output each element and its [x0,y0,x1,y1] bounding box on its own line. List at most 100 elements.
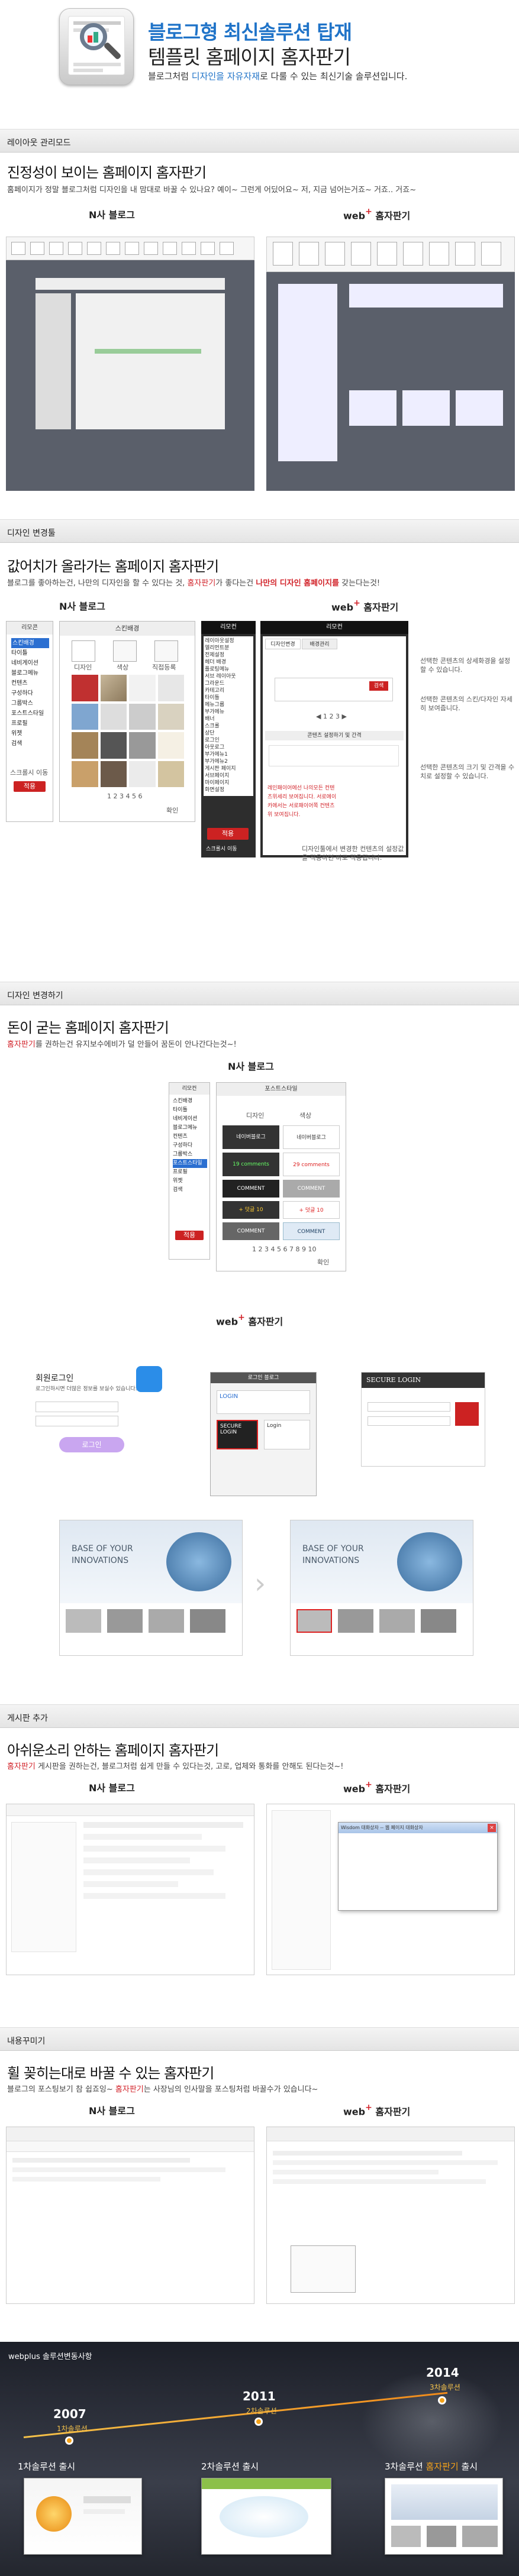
post-style-option[interactable]: COMMENT [283,1222,340,1240]
naver-blog-label: N사 블로그 [89,2105,135,2117]
post-style-option[interactable]: 네이버블로그 [283,1125,340,1149]
skin-pager[interactable]: 1 2 3 4 5 6 [107,792,143,800]
editor-format-bar[interactable] [7,2141,254,2152]
skin-grid[interactable] [72,675,184,787]
section-desc-layout: 홈페이지가 정말 블로그처럼 디자인을 내 맘대로 바꿀 수 있나요? 예이~ … [7,186,417,195]
post-pager[interactable]: 1 2 3 4 5 6 7 8 9 10 [252,1245,317,1253]
web-apply-button[interactable]: 적용 [207,828,249,840]
layout-canvas-naver [6,260,254,491]
lock-icon [136,1366,162,1392]
tab-background[interactable]: 배경관리 [302,639,337,649]
post-style-option[interactable]: + 덧글 10 [223,1201,279,1219]
web-note: 레인패이어에선 나의모든 컨텐츠위세리 보여집니다. 서로에이카에서는 서로패이… [267,785,337,818]
tab-design[interactable]: 디자인 [74,664,92,671]
remocon-item[interactable]: 그룹박스 [11,700,33,707]
remocon-title: 리모컨 [169,1083,209,1095]
apply-button[interactable]: 적용 [14,781,46,792]
login-style-title: 로그인 블로그 [211,1373,316,1383]
secure-login-button[interactable] [455,1402,479,1426]
post-style-option[interactable]: 19 comments [223,1153,279,1176]
login-style-option[interactable]: SECURE LOGIN [217,1420,258,1449]
web-homjapangi-label: web+ 홈자판기 [343,1780,411,1795]
tab-design[interactable]: 디자인 [246,1112,265,1119]
section-desc-content: 블로그의 포스팅보기 참 쉽죠잉~ 홈자판기는 사장님의 인사말을 포스팅처럼 … [7,2085,318,2094]
tab-color[interactable]: 색상 [299,1112,312,1119]
solution-history: webplus 솔루션변동사항 2007 1차솔루션 2011 2차솔루션 20… [0,2342,519,2576]
web-design-panel: 리모컨 디자인변경 배경관리 검색 ◀ 1 2 3 ▶ 콘텐츠 설정하기 및 간… [260,621,408,857]
remocon-item[interactable]: 위젯 [11,730,22,737]
naver-blog-label: N사 블로그 [228,1061,274,1072]
web-homjapangi-label: web+ 홈자판기 [216,1313,283,1328]
layout-picker-web[interactable] [266,237,515,272]
remocon-item[interactable]: 컨텐츠 [11,680,28,687]
web-pager[interactable]: ◀ 1 2 3 ▶ [316,713,347,720]
remocon-item[interactable]: 구성하다 [11,690,33,697]
login-id-input[interactable] [36,1402,118,1412]
remocon-item[interactable]: 검색 [11,740,22,747]
secure-login-box: SECURE LOGIN [361,1372,485,1467]
caption-size: 선택한 콘텐츠의 크기 및 간격을 수치로 설정할 수 있습니다. [420,763,515,780]
tab-color[interactable]: 색상 [117,664,129,671]
editor-popup[interactable] [291,2245,356,2293]
confirm-button[interactable]: 확인 [317,1258,330,1266]
layout-picker-naver[interactable] [6,237,254,260]
post-style-option[interactable]: COMMENT [223,1180,279,1198]
tab-design-change[interactable]: 디자인변경 [265,639,301,649]
section-title-layout: 진정성이 보이는 홈페이지 홈자판기 [7,164,207,181]
section-title-design-tool: 값어치가 올라가는 홈페이지 홈자판기 [7,558,219,575]
login-style-option[interactable]: LOGIN [217,1390,310,1414]
web-scroll-check[interactable]: 스크롤시 이동 [206,846,237,852]
release-card-3 [385,2478,503,2555]
web-homjapangi-label: web+ 홈자판기 [343,2103,411,2118]
naver-board-settings [6,1804,254,1975]
editor-toolbar[interactable] [7,2127,254,2141]
remocon-item[interactable]: 네비게이션 [11,660,38,666]
scroll-check-label[interactable]: 스크롤시 이동 [10,769,49,776]
login-button[interactable]: 로그인 [59,1437,124,1452]
remocon-item[interactable]: 프로필 [11,720,28,727]
caption-apply: 디자인툴에서 변경한 컨텐츠의 설정값을 적용하면 바로 적용됩니다. [302,845,404,862]
remocon-menu[interactable]: 스킨배경 타이틀 네비게이션 블로그메뉴 컨텐츠 구성하다 그룹박스 포스트스타… [11,638,49,749]
history-title: webplus 솔루션변동사항 [8,2352,92,2361]
remocon-item[interactable]: 블로그메뉴 [11,670,38,677]
secure-id-input[interactable] [368,1402,450,1412]
remocon-item[interactable]: 포스트스타일 [11,710,44,717]
close-icon[interactable]: × [488,1824,496,1832]
editor-toolbar[interactable] [267,2127,514,2141]
naver-remocon-panel: 리모콘 스킨배경 타이틀 네비게이션 블로그메뉴 컨텐츠 구성하다 그룹박스 포… [6,621,53,822]
section-desc-design-tool: 블로그를 좋아하는건, 나만의 디자인을 할 수 있다는 것, 홈자판기가 좋다… [7,579,381,588]
naver-blog-label: N사 블로그 [89,1782,135,1794]
login-style-option[interactable]: Login [264,1420,310,1449]
header-subtitle: 템플릿 홈페이지 홈자판기 [148,46,351,69]
skin-background-panel: 스킨배경 디자인 색상 직접등록 1 2 3 4 5 6 확인 [59,621,195,822]
timeline-dot [438,2396,446,2405]
post-style-option[interactable]: 네이버블로그 [223,1125,279,1149]
year-sub-label: 3차솔루션 [430,2383,460,2391]
header-description: 블로그처럼 디자인을 자유자재로 다룰 수 있는 최신기술 솔루션입니다. [148,71,408,82]
tab-upload[interactable]: 직접등록 [152,664,176,671]
release-label: 3차솔루션 홈자판기 출시 [385,2461,478,2472]
post-style-option[interactable]: 29 comments [283,1153,340,1176]
banner-line2: INNOVATIONS [302,1556,360,1565]
naver-blog-label: N사 블로그 [89,209,135,221]
section-desc-board: 홈자판기 게시판을 권하는건, 블로그처럼 쉽게 만들 수 있다는것, 고로, … [7,1762,344,1771]
secure-password-input[interactable] [368,1416,450,1426]
search-button[interactable]: 검색 [369,681,388,691]
member-login-box: 회원로그인 로그인하시면 더많은 정보를 보실수 있습니다. 로그인 [36,1366,178,1461]
release-label: 1차솔루션 출시 [18,2461,76,2472]
login-password-input[interactable] [36,1416,118,1426]
post-style-option[interactable]: COMMENT [283,1180,340,1198]
web-board-settings: Wisdom 대화상자 -- 웹 페이지 대화상자 × [266,1804,515,1975]
post-style-option[interactable]: COMMENT [223,1222,279,1240]
remocon-item[interactable]: 스킨배경 [11,638,49,648]
remocon-item[interactable]: 타이틀 [11,650,28,656]
year-sub-label: 1차솔루션 [57,2425,88,2433]
banner-line2: INNOVATIONS [72,1556,129,1565]
confirm-button[interactable]: 확인 [166,807,179,814]
post-style-option[interactable]: + 덧글 10 [283,1201,340,1219]
apply-button[interactable]: 적용 [175,1231,204,1240]
